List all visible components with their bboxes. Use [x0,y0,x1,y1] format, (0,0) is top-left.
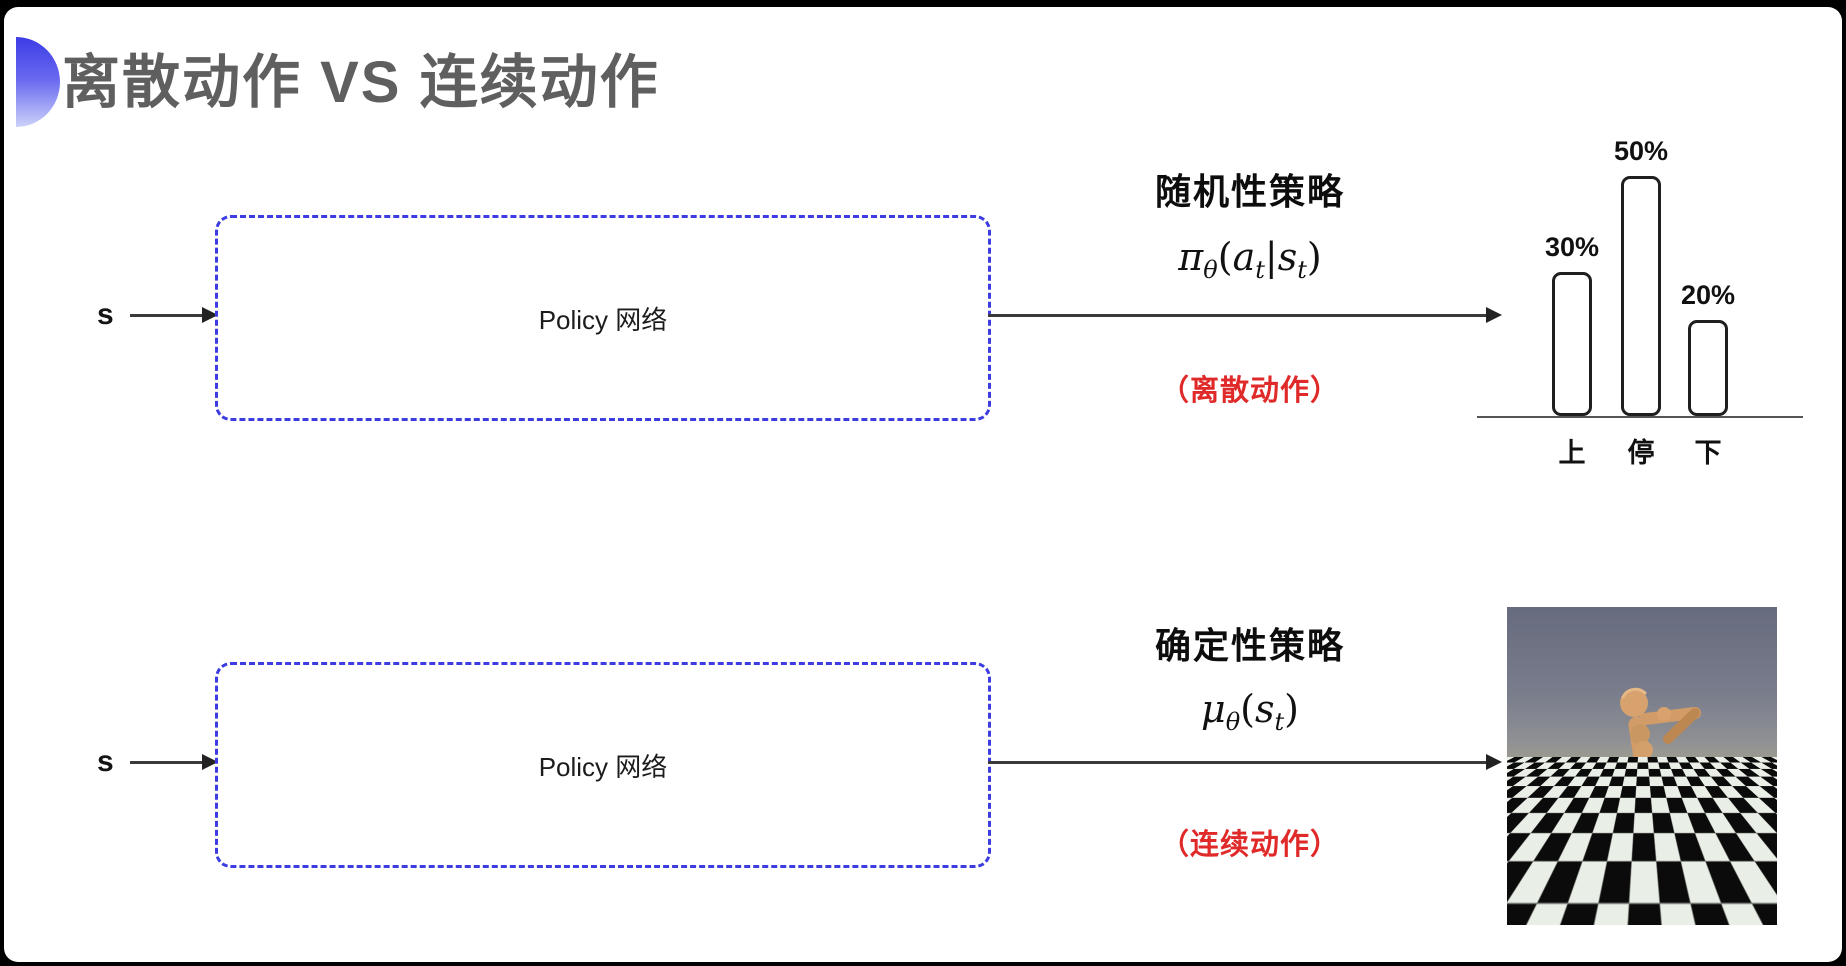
arrow-line [130,314,206,317]
arrow-line [988,761,1490,764]
bar [1688,320,1728,416]
bar [1621,176,1661,416]
deterministic-policy-label: 确定性策略 [1154,625,1345,666]
policy-box-label: Policy 网络 [538,751,668,782]
policy-box-label: Policy 网络 [538,304,668,335]
arrow-line [988,314,1490,317]
bar [1552,272,1592,416]
arrow-head-icon [202,754,218,770]
arrow-head-icon [1486,307,1502,323]
continuous-action-note: （连续动作） [1159,829,1340,861]
humanoid-simulation-image [1507,607,1777,925]
stochastic-policy-label: 随机性策略 [1154,171,1345,212]
arrow-head-icon [1486,754,1502,770]
chart-baseline [1477,416,1803,418]
humanoid-robot-figure [1593,687,1701,871]
bar-value-label: 20% [1680,280,1736,310]
arrow-head-icon [202,307,218,323]
bar-category-label: 下 [1694,438,1722,468]
deterministic-policy-formula: μθ(st) [1201,687,1299,736]
state-input-label-bottom: s [97,745,114,778]
title-accent-icon [16,37,60,127]
bar-category-label: 停 [1627,438,1655,468]
page-title: 离散动作 VS 连续动作 [62,50,660,115]
bar-value-label: 30% [1544,232,1600,262]
bar-value-label: 50% [1613,136,1669,166]
policy-network-box-top: Policy 网络 [215,215,991,421]
policy-network-box-bottom: Policy 网络 [215,662,991,868]
stochastic-policy-formula: πθ(at|st) [1178,235,1322,284]
bar-category-label: 上 [1558,438,1586,468]
state-input-label-top: s [97,298,114,331]
discrete-action-note: （离散动作） [1159,375,1340,407]
sim-floor-reflection [1547,877,1697,922]
arrow-line [130,761,206,764]
slide: 离散动作 VS 连续动作 s Policy 网络 随机性策略 πθ(at|st)… [4,7,1842,962]
